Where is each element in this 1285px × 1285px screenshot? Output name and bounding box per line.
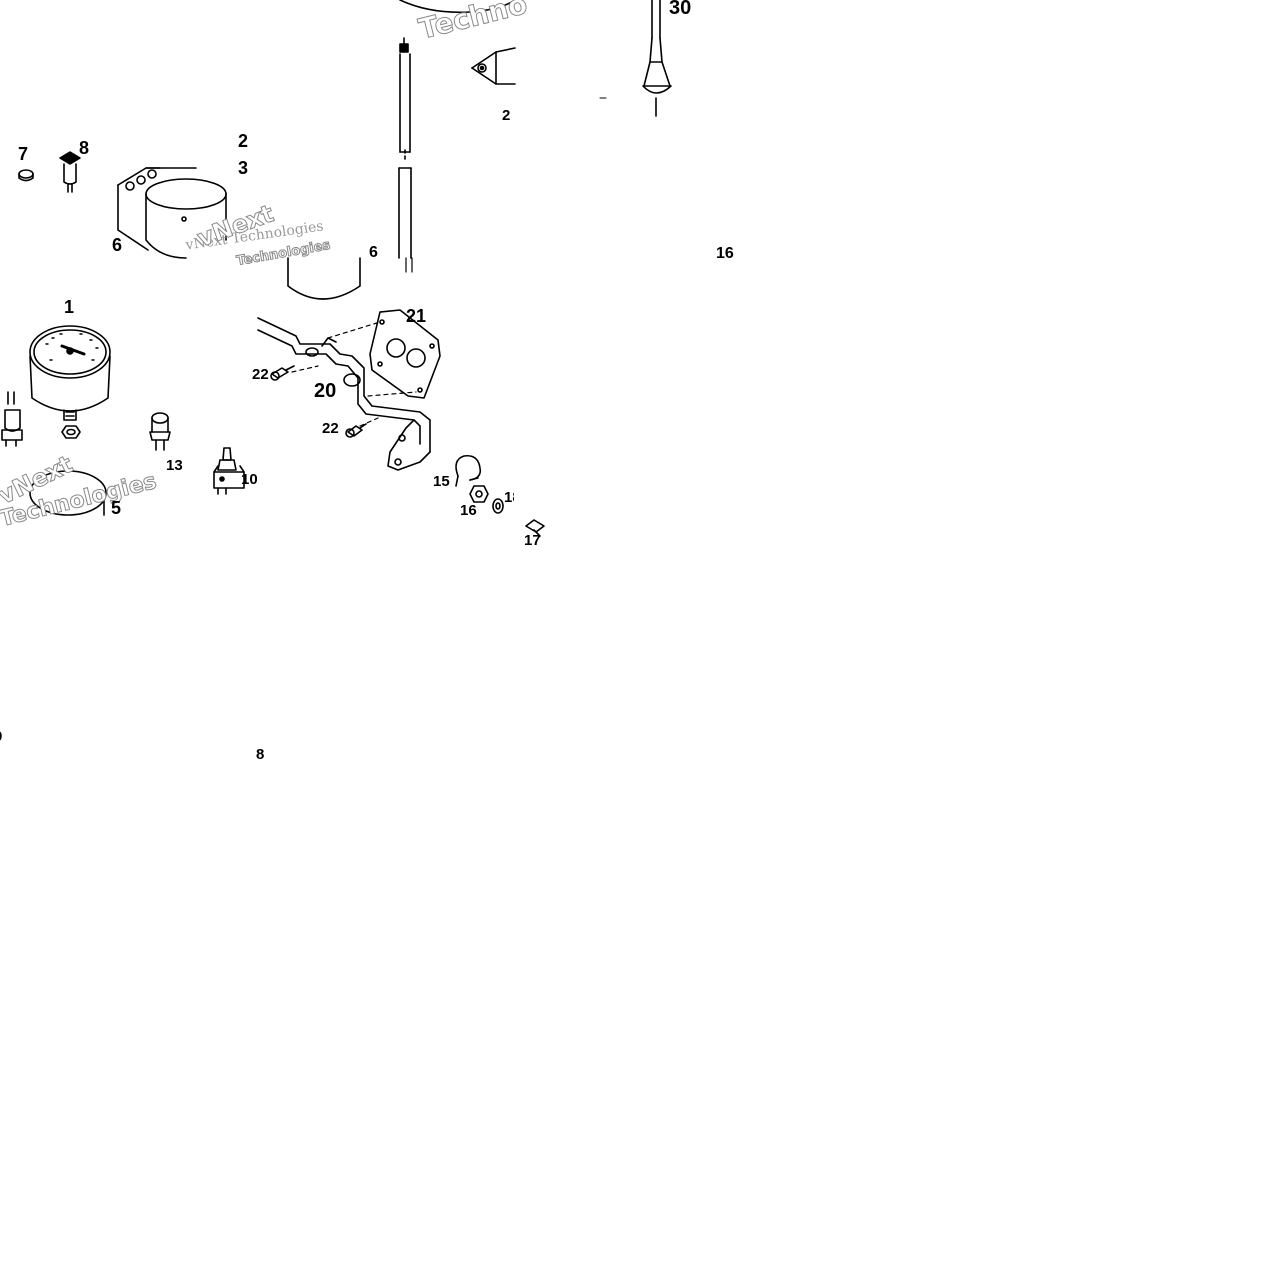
nut-icon xyxy=(469,485,489,503)
gauge-housing-icon xyxy=(399,0,516,14)
gasket-icon xyxy=(369,309,441,399)
callout-18: 18 xyxy=(504,490,514,505)
callout-8: 8 xyxy=(79,138,90,158)
callout-22-mid: 22 xyxy=(322,420,339,437)
clamp-icon xyxy=(455,454,482,487)
plug-cap-icon xyxy=(18,169,34,182)
callout-2: 2 xyxy=(238,131,249,151)
tile-gap xyxy=(512,0,602,256)
gauge-housing-icon xyxy=(287,257,361,300)
callout-1: 1 xyxy=(64,297,75,317)
callout-partial-16: 16 xyxy=(716,245,734,262)
gauge-housing-icon xyxy=(29,470,107,516)
callout-10: 10 xyxy=(241,472,257,487)
callout-partial-top: 6 xyxy=(369,244,378,261)
callout-17: 17 xyxy=(524,532,541,549)
bolt-icon xyxy=(525,519,545,537)
callout-3: 3 xyxy=(238,158,249,178)
callout-22-left: 22 xyxy=(252,367,269,382)
callout-16: 16 xyxy=(460,502,477,519)
cable-icon xyxy=(398,37,412,259)
callout-30: 30 xyxy=(669,0,692,19)
bulb-socket-icon xyxy=(149,412,171,451)
tile-cut-mask xyxy=(416,252,446,260)
callout-6: 6 xyxy=(112,235,123,255)
antenna-icon xyxy=(642,0,672,117)
callout-partial-edge: 0 xyxy=(0,729,2,744)
switch-icon xyxy=(213,447,245,495)
callout-20: 20 xyxy=(314,380,337,402)
callout-15: 15 xyxy=(433,473,450,490)
callout-2-bracket: 2 xyxy=(502,108,511,123)
mounting-bracket-icon xyxy=(257,317,431,471)
gauge-housing-icon xyxy=(117,167,227,259)
bolt-icon xyxy=(345,423,367,438)
callout-8-bottom: 8 xyxy=(256,746,265,763)
gauge-icon xyxy=(29,325,111,421)
alignment-lines xyxy=(291,321,417,427)
mounting-bracket-icon xyxy=(471,47,516,85)
callout-21: 21 xyxy=(406,306,427,326)
washer-icon xyxy=(492,498,504,514)
nut-icon xyxy=(61,425,81,439)
callout-5: 5 xyxy=(111,498,122,518)
bulb-socket-icon xyxy=(59,151,81,193)
bolt-icon xyxy=(270,365,295,381)
bulb-socket-icon xyxy=(1,391,23,447)
callout-7: 7 xyxy=(18,144,29,164)
callout-13: 13 xyxy=(166,457,183,474)
